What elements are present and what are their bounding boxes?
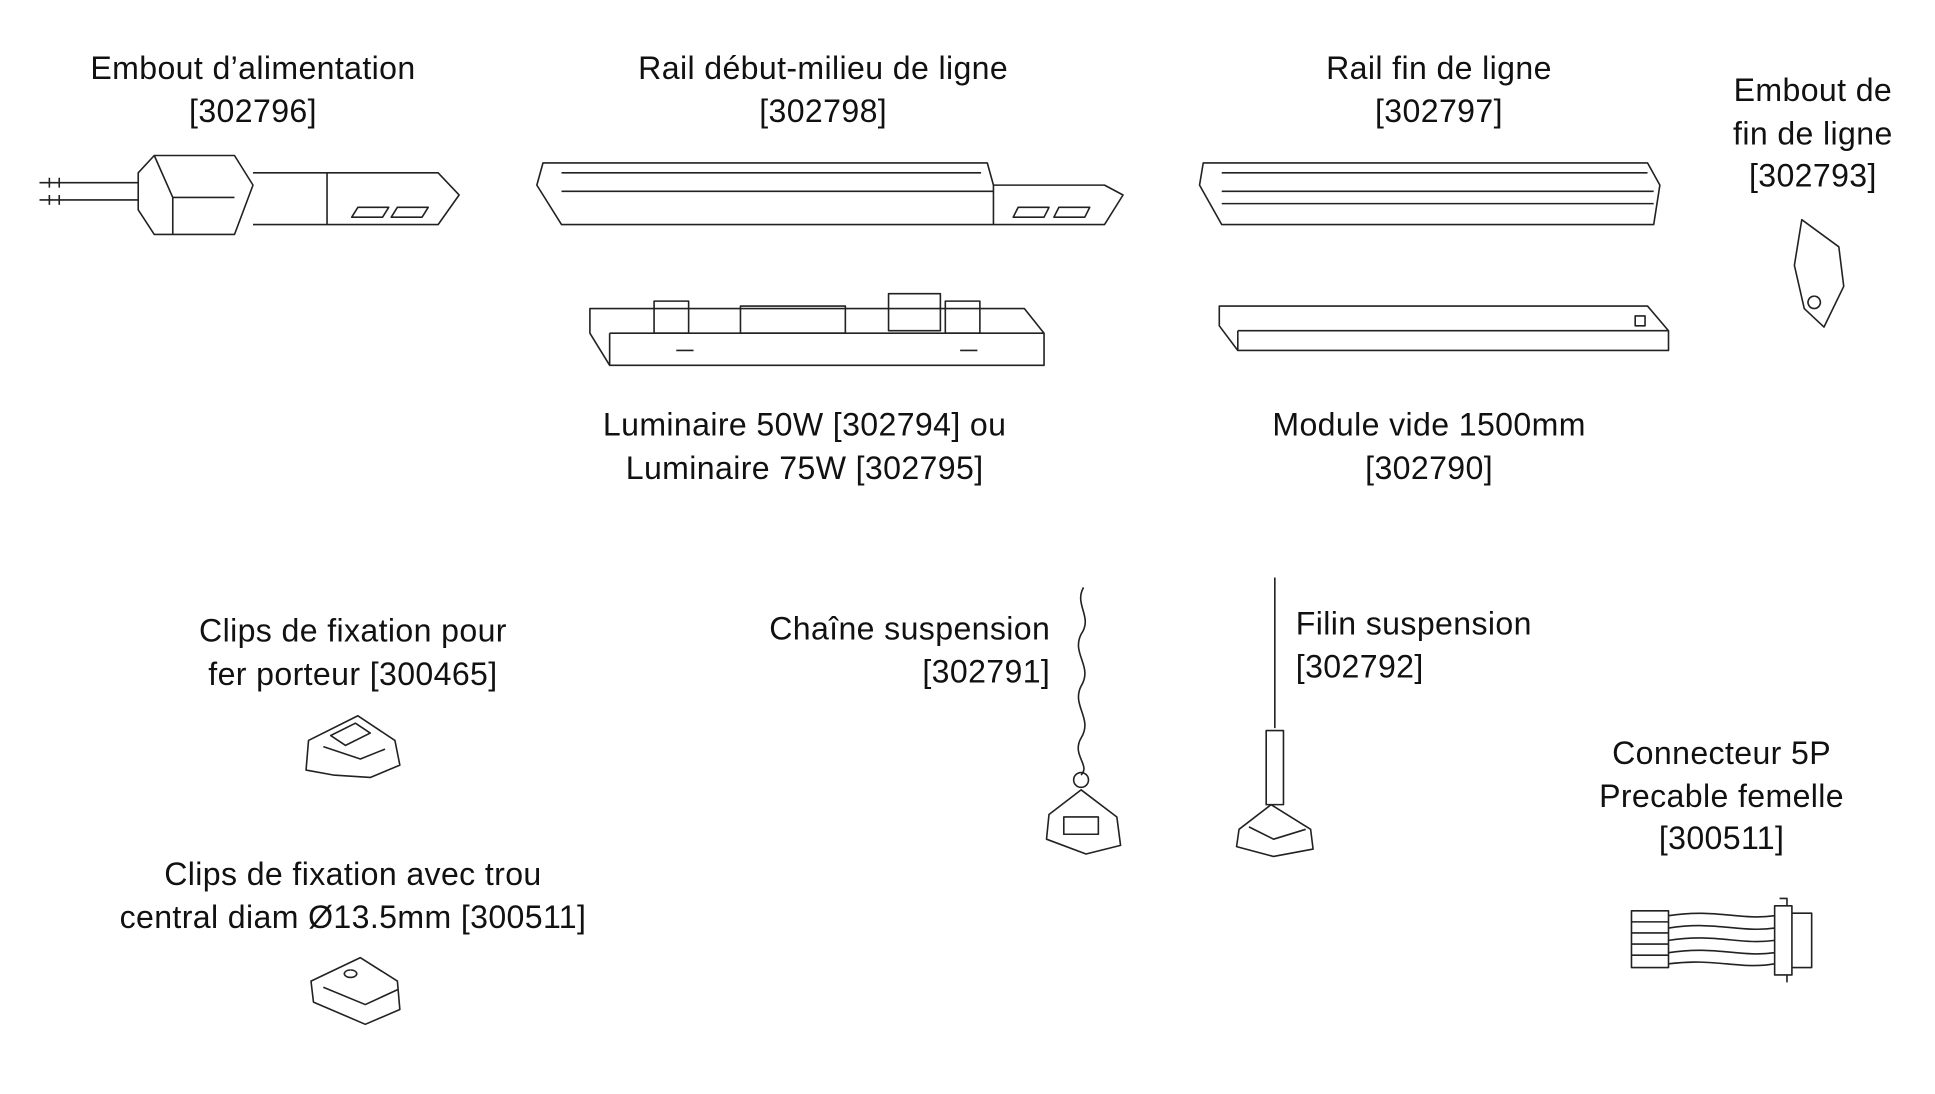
label-line: Luminaire 75W [302795] xyxy=(625,448,984,486)
label-clips-fer-porteur: Clips de fixation pour fer porteur [30046… xyxy=(199,610,507,695)
label-line: [302792] xyxy=(1295,647,1424,685)
rail-debut-milieu-drawing xyxy=(536,162,1124,226)
rail-fin-drawing xyxy=(1198,162,1661,226)
label-line: Clips de fixation avec trou xyxy=(164,855,542,893)
label-luminaire: Luminaire 50W [302794] ou Luminaire 75W [… xyxy=(603,404,1006,489)
filin-suspension-drawing xyxy=(1235,577,1314,858)
embout-fin-drawing xyxy=(1793,218,1845,328)
label-line: [302791] xyxy=(922,652,1051,690)
label-line: fer porteur [300465] xyxy=(208,654,498,692)
label-line: [302796] xyxy=(189,91,317,129)
module-vide-drawing xyxy=(1218,305,1670,352)
label-line: [302797] xyxy=(1375,91,1503,129)
label-line: [302798] xyxy=(759,91,888,129)
chaine-suspension-drawing xyxy=(1045,587,1122,855)
label-line: Chaîne suspension xyxy=(769,609,1051,647)
label-line: Precable femelle xyxy=(1599,776,1845,814)
label-clips-trou-central: Clips de fixation avec trou central diam … xyxy=(120,853,587,938)
label-module-vide: Module vide 1500mm [302790] xyxy=(1272,404,1585,489)
label-line: Rail début-milieu de ligne xyxy=(638,49,1009,87)
label-line: central diam Ø13.5mm [300511] xyxy=(119,897,587,935)
label-filin-suspension: Filin suspension [302792] xyxy=(1296,602,1532,687)
label-line: Module vide 1500mm xyxy=(1272,406,1586,444)
label-line: [302793] xyxy=(1748,156,1877,194)
label-line: Embout de xyxy=(1733,71,1893,109)
label-rail-debut-milieu: Rail début-milieu de ligne [302798] xyxy=(638,47,1008,132)
label-line: fin de ligne xyxy=(1733,114,1893,152)
label-chaine-suspension: Chaîne suspension [302791] xyxy=(769,607,1050,692)
label-line: Clips de fixation pour xyxy=(199,612,507,650)
label-embout-fin: Embout de fin de ligne [302793] xyxy=(1733,69,1893,197)
clips-trou-central-drawing xyxy=(310,956,401,1026)
clips-fer-porteur-drawing xyxy=(305,714,401,779)
luminaire-drawing xyxy=(589,292,1045,367)
embout-alimentation-drawing xyxy=(39,154,460,236)
label-rail-fin: Rail fin de ligne [302797] xyxy=(1326,47,1552,132)
label-line: Luminaire 50W [302794] ou xyxy=(602,406,1007,444)
label-line: Rail fin de ligne xyxy=(1326,49,1552,87)
label-line: Embout d’alimentation xyxy=(90,49,416,87)
label-connecteur-5p: Connecteur 5P Precable femelle [300511] xyxy=(1599,732,1844,860)
label-line: Filin suspension xyxy=(1295,604,1532,642)
label-embout-alimentation: Embout d’alimentation [302796] xyxy=(90,47,415,132)
label-line: Connecteur 5P xyxy=(1612,734,1831,772)
connecteur-5p-drawing xyxy=(1630,897,1813,983)
label-line: [302790] xyxy=(1365,448,1494,486)
label-line: [300511] xyxy=(1658,819,1785,857)
